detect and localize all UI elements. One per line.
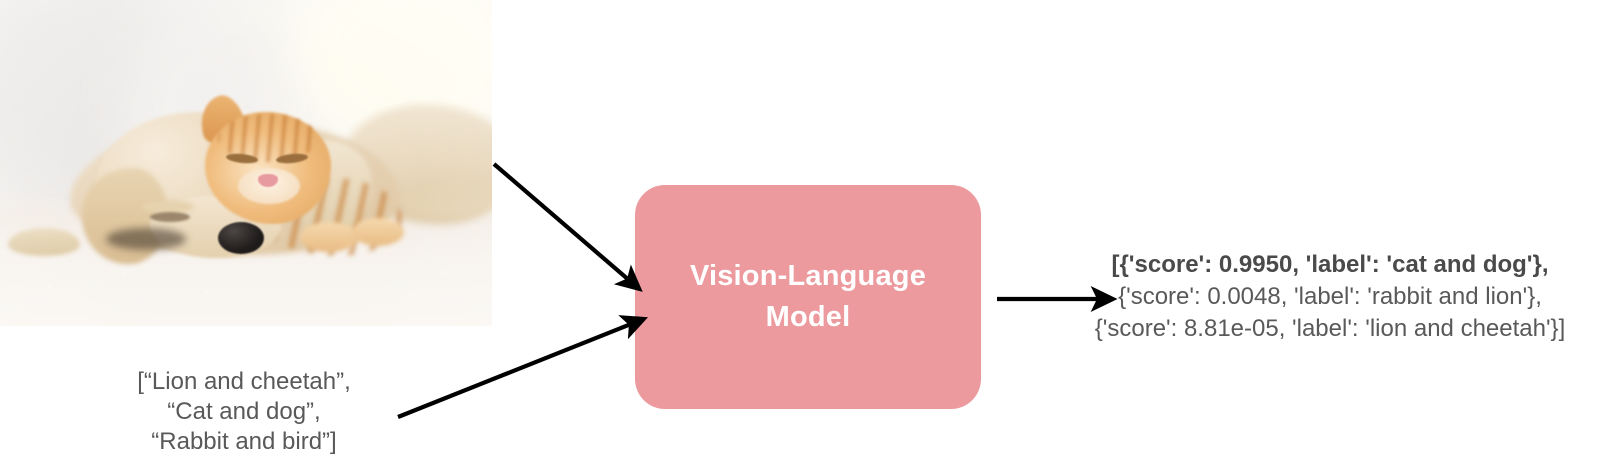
- input-image: [0, 0, 492, 326]
- puppy-shadow: [106, 228, 186, 250]
- output-predictions: [{'score': 0.9950, 'label': 'cat and dog…: [1060, 249, 1600, 345]
- puppy-brow: [142, 200, 194, 214]
- output-line-3: {'score': 8.81e-05, 'label': 'lion and c…: [1094, 315, 1566, 342]
- puppy-tail: [400, 178, 492, 218]
- puppy-paw: [8, 228, 80, 256]
- puppy-eye: [150, 212, 190, 222]
- vision-language-model-box[interactable]: Vision-Language Model: [635, 185, 981, 409]
- blanket-texture: [0, 256, 492, 316]
- arrow-image-to-model: [492, 162, 643, 292]
- arrow-prompt-to-model: [397, 315, 649, 419]
- kitten-paw: [352, 218, 404, 246]
- kitten-paw: [300, 222, 358, 252]
- model-box-label: Vision-Language Model: [689, 259, 927, 333]
- puppy-nose: [218, 222, 264, 254]
- output-line-2: {'score': 0.0048, 'label': 'rabbit and l…: [1118, 283, 1542, 310]
- prompt-label: [“Lion and cheetah”, “Cat and dog”, “Rab…: [137, 368, 351, 455]
- kitten-nose: [258, 174, 278, 187]
- output-line-1: [{'score': 0.9950, 'label': 'cat and dog…: [1111, 251, 1549, 278]
